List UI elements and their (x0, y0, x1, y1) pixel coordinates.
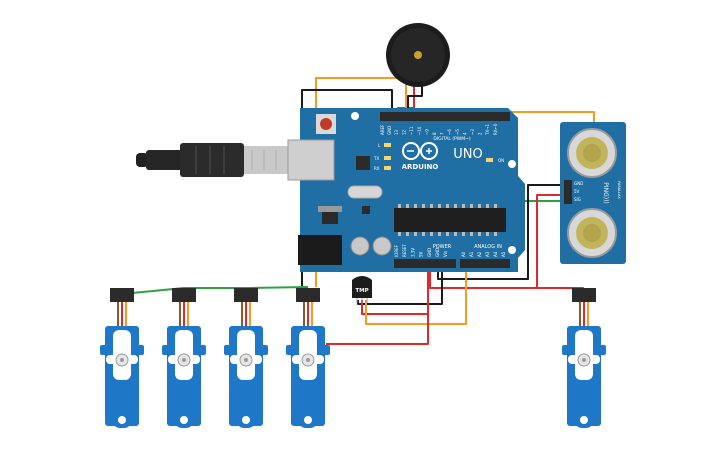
wire-red-servo-power (326, 268, 429, 345)
arduino-logo (402, 142, 438, 160)
usb-port (287, 139, 335, 181)
servo-motor (100, 288, 144, 428)
arduino-brand: ARDUINO (402, 163, 439, 171)
servo-motor (224, 288, 268, 428)
led-tx-label: TX (373, 156, 379, 161)
pin-label-d2: ~11 (409, 126, 414, 135)
pin-label-power-1: RESET (402, 244, 407, 257)
power-label: POWER (433, 244, 452, 250)
servo-motor (162, 288, 206, 428)
pin-label-analog-4: A4 (493, 251, 498, 257)
pin-label-power-3: 5V (419, 251, 424, 257)
ping-ultrasonic-sensor: GND 5V SIG PING))) PARALLAX (560, 122, 626, 264)
pin-label-d9: 4 (462, 132, 467, 135)
pin-label-power-2: 3.3V (410, 248, 415, 257)
sensor-pin-gnd: GND (574, 181, 583, 186)
pin-label-analog-1: A1 (469, 251, 474, 257)
pin-label-d5: 8 (432, 132, 437, 135)
pin-label-aref: AREF (380, 124, 385, 135)
atmega-chip (394, 208, 506, 232)
pin-label-analog-5: A5 (501, 251, 506, 257)
power-jack (298, 235, 342, 265)
arduino-uno-board: ARDUINO UNO DIGITAL (PWM~) POWER ANALOG … (287, 108, 525, 272)
pin-label-power-4: GND (427, 248, 432, 257)
wire-tmp-black (357, 268, 443, 305)
analog-header (460, 259, 510, 268)
on-label: ON (498, 158, 504, 163)
pin-label-d8: ~5 (455, 129, 460, 135)
wire-buzzer-black (407, 82, 423, 116)
servo-motors (100, 288, 606, 428)
sensor-brand: PING))) (602, 182, 609, 204)
analog-label: ANALOG IN (474, 244, 502, 250)
pin-label-d6: 7 (440, 132, 445, 135)
pin-label-d3: ~10 (417, 126, 422, 135)
sensor-pin-sig: SIG (574, 197, 581, 202)
pin-label-d1: 12 (402, 129, 407, 135)
sensor-maker: PARALLAX (617, 181, 621, 199)
servo-motor (562, 288, 606, 428)
sensor-pin-header (564, 180, 572, 204)
power-header (394, 259, 456, 268)
pin-label-power-5: GND (435, 248, 440, 257)
digital-label: DIGITAL (PWM~) (433, 136, 471, 142)
pin-label-analog-2: A2 (477, 251, 482, 257)
tmp-temperature-sensor: TMP (352, 276, 372, 303)
pin-label-gnd: GND (387, 126, 392, 135)
sensor-pin-5v: 5V (574, 189, 580, 194)
pin-label-d11: 2 (478, 132, 483, 135)
arduino-model: UNO (453, 147, 482, 162)
pin-label-d4: ~9 (424, 129, 429, 135)
pin-label-d0: 13 (394, 129, 399, 135)
wire-black-sensor (437, 184, 562, 280)
pin-label-d10: ~3 (470, 129, 475, 135)
usb-cable (136, 143, 290, 177)
led-l-label: L (378, 143, 381, 148)
pin-label-analog-0: A0 (461, 251, 466, 257)
pin-label-power-0: IOREF (394, 244, 399, 257)
wire-green-servo (121, 286, 309, 295)
wire-tmp-orange (365, 268, 467, 325)
piezo-buzzer (386, 23, 450, 87)
pin-label-analog-3: A3 (485, 251, 490, 257)
pin-label-d13: RX←0 (493, 123, 498, 135)
led-rx-label: RX (374, 166, 380, 171)
pin-label-power-6: Vin (443, 250, 448, 257)
wire-red-right-servo (430, 287, 584, 292)
servo-motor (286, 288, 330, 428)
digital-header (380, 112, 510, 121)
pin-label-d12: TX→1 (485, 123, 490, 136)
reset-button[interactable] (320, 118, 332, 130)
tmp-label: TMP (355, 288, 368, 294)
pin-label-d7: ~6 (447, 129, 452, 135)
